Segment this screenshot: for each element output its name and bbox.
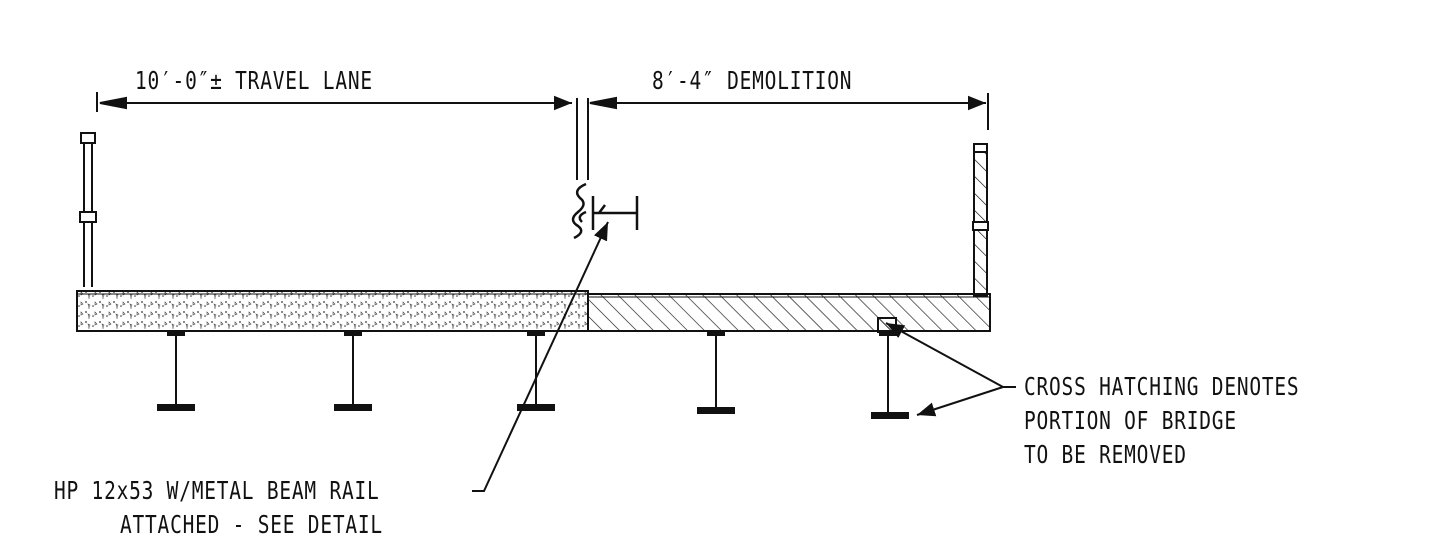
travel-lane-dimension xyxy=(96,92,572,112)
girder-1 xyxy=(157,330,195,411)
cross-hatch-note-line3: TO BE REMOVED xyxy=(1024,440,1187,469)
hp-pile-beam-rail xyxy=(571,182,639,240)
deck-retained xyxy=(76,290,589,332)
left-rail-post xyxy=(79,132,97,287)
demolition-label: 8′-4″ DEMOLITION xyxy=(652,66,853,95)
deck-demolition xyxy=(587,293,991,332)
girder-4 xyxy=(697,330,735,414)
cross-hatch-leaders xyxy=(885,322,1016,417)
right-rail-post xyxy=(972,143,989,297)
hp-rail-leader xyxy=(472,221,609,492)
hp-rail-note-line2: ATTACHED - SEE DETAIL xyxy=(120,510,383,539)
girder-3 xyxy=(517,330,555,411)
travel-lane-label: 10′-0″± TRAVEL LANE xyxy=(135,66,373,95)
cross-hatch-note-line1: CROSS HATCHING DENOTES xyxy=(1024,372,1300,401)
girder-2 xyxy=(334,330,372,411)
demolition-dimension xyxy=(576,93,989,180)
hp-rail-note-line1: HP 12x53 W/METAL BEAM RAIL xyxy=(54,476,380,505)
cross-hatch-note-line2: PORTION OF BRIDGE xyxy=(1024,406,1237,435)
girders xyxy=(157,317,909,419)
